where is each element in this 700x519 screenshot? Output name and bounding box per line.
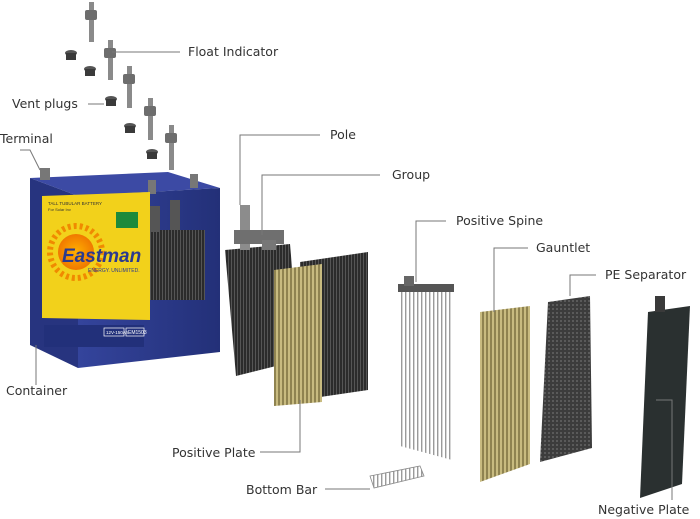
label-float-indicator: Float Indicator	[188, 44, 279, 59]
vent-plug-5	[146, 149, 158, 159]
float-indicators	[85, 2, 177, 170]
label-negative-plate: Negative Plate	[598, 502, 690, 517]
pe-separator	[540, 296, 592, 462]
label-container: Container	[6, 383, 68, 398]
label-pe-separator: PE Separator	[605, 267, 687, 282]
battery-brand: Eastman	[62, 246, 141, 267]
battery-model: EM1503	[128, 330, 147, 336]
label-terminal: Terminal	[0, 131, 53, 146]
vent-plug-4	[124, 123, 136, 133]
vent-plug-1	[65, 50, 77, 60]
label-group: Group	[392, 167, 430, 182]
float-indicator-1	[85, 2, 97, 42]
label-pole: Pole	[330, 127, 356, 142]
positive-spine	[398, 276, 454, 460]
label-vent-plugs: Vent plugs	[12, 96, 78, 111]
label-positive-plate: Positive Plate	[172, 445, 256, 460]
battery-header-text: TALL TUBULAR BATTERY	[48, 201, 102, 206]
label-bottom-bar: Bottom Bar	[246, 482, 318, 497]
battery-info-band	[44, 325, 144, 347]
battery-voltage: 12V-150Ah	[106, 330, 129, 335]
battery-container: TALL TUBULAR BATTERY For Solar Inv Eastm…	[30, 168, 220, 368]
gauntlet	[480, 306, 530, 482]
sun-logo-icon	[47, 223, 105, 281]
float-indicator-4	[144, 98, 156, 140]
vent-plug-2	[84, 66, 96, 76]
plate-group	[225, 205, 368, 406]
leader-lines	[20, 51, 673, 500]
negative-plate	[640, 306, 690, 498]
label-positive-spine: Positive Spine	[456, 213, 543, 228]
container-cutaway	[145, 230, 205, 300]
vent-plugs	[65, 50, 158, 159]
float-indicator-2	[104, 40, 116, 80]
label-gauntlet: Gauntlet	[536, 240, 590, 255]
battery-header-sub: For Solar Inv	[48, 207, 71, 212]
battery-tagline: ENERGY. UNLIMITED.	[88, 268, 140, 274]
float-indicator-5	[165, 125, 177, 170]
spine-rods	[400, 290, 452, 460]
bottom-bar	[369, 465, 425, 489]
float-indicator-3	[123, 66, 135, 108]
spine-top-bar	[398, 284, 454, 292]
container-top	[30, 172, 220, 196]
group-positive-stack	[274, 264, 322, 406]
pole	[240, 205, 250, 250]
warranty-badge-icon	[116, 212, 138, 228]
terminal-post	[40, 168, 50, 180]
vent-plug-3	[105, 96, 117, 106]
